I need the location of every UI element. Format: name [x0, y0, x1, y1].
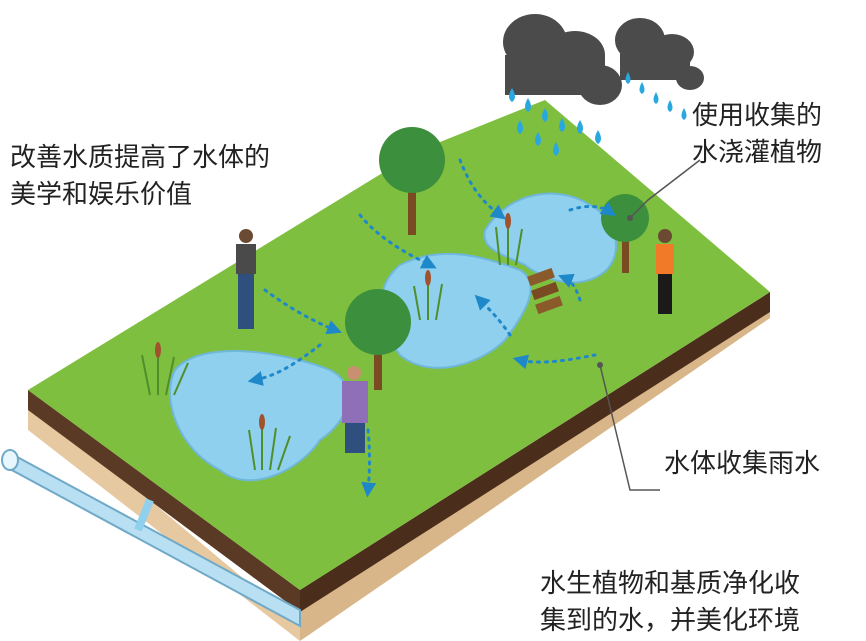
annotation-collect: 水体收集雨水 — [664, 446, 820, 483]
person-right — [656, 229, 674, 314]
drain-channel — [1, 449, 301, 628]
reed-heads — [155, 213, 511, 430]
pond-left — [169, 350, 349, 482]
leader-lines — [599, 159, 701, 491]
annotation-aesthetic-line1: 改善水质提高了水体的 — [10, 143, 271, 173]
soil-layer-front — [28, 390, 300, 612]
soil-layer-right — [300, 292, 770, 612]
annotation-purify: 水生植物和基质净化收 集到的水，并美化环境 — [540, 566, 800, 640]
leader-dot-irrigate — [627, 215, 633, 221]
annotation-aesthetic: 改善水质提高了水体的 美学和娱乐价值 — [10, 140, 270, 214]
tree-center — [345, 289, 411, 390]
person-center — [342, 366, 368, 453]
annotation-irrigate-line2: 水浇灌植物 — [692, 138, 823, 168]
annotation-irrigate-line1: 使用收集的 — [692, 101, 823, 131]
leader-dot-collect — [597, 362, 603, 368]
rain-drops — [509, 72, 687, 156]
annotation-collect-line1: 水体收集雨水 — [664, 449, 821, 479]
annotation-purify-line1: 水生植物和基质净化收 — [540, 569, 801, 599]
cloud-small — [615, 18, 704, 90]
annotation-purify-line2: 集到的水，并美化环境 — [540, 606, 801, 636]
annotation-aesthetic-line2: 美学和娱乐价值 — [10, 180, 193, 210]
person-left — [236, 229, 256, 329]
cloud-large — [503, 14, 622, 105]
reed-clusters — [141, 221, 523, 471]
flow-arrows — [247, 158, 617, 498]
tree-back — [379, 127, 445, 235]
annotation-irrigate: 使用收集的 水浇灌植物 — [692, 98, 822, 172]
wooden-bridge — [527, 267, 563, 315]
